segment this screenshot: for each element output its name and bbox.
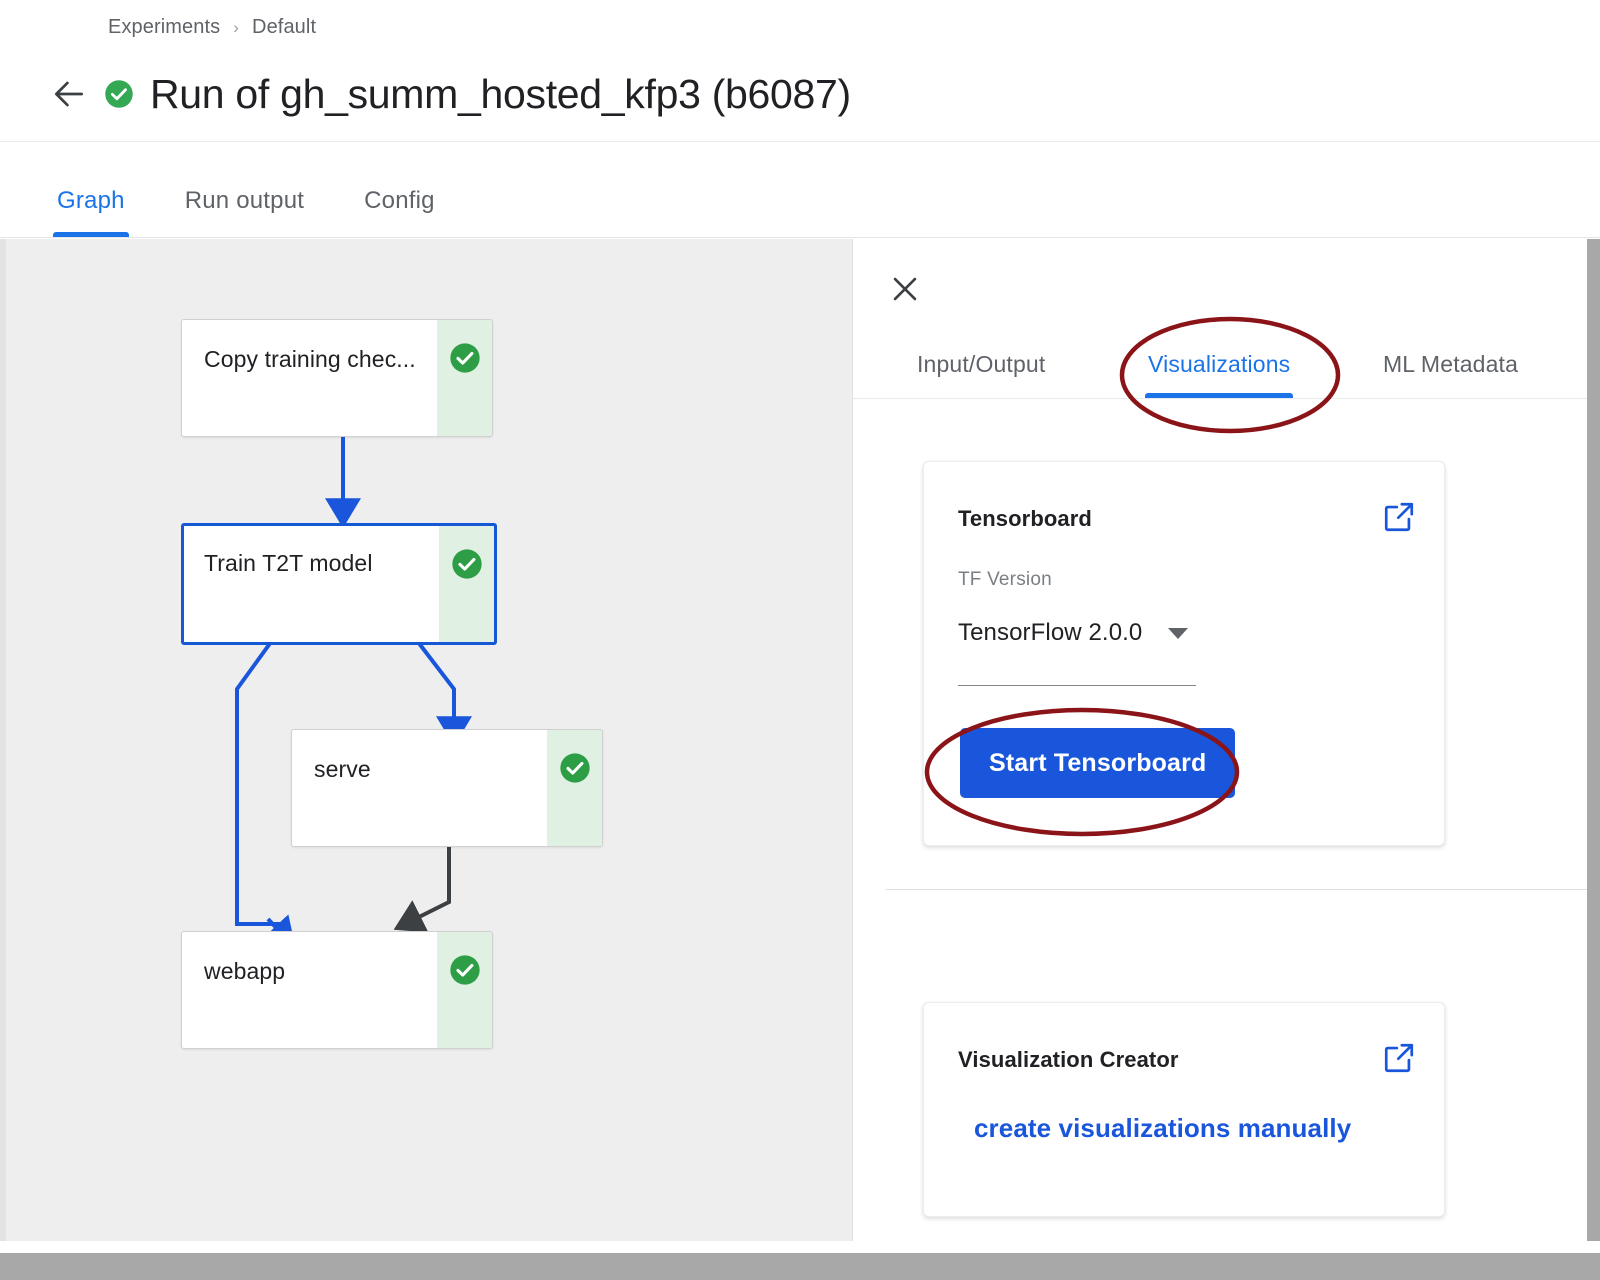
page-header: Experiments › Default Run of gh_summ_hos…: [0, 0, 1600, 142]
graph-node-label: Train T2T model: [204, 550, 373, 576]
graph-node-webapp[interactable]: webapp: [181, 931, 493, 1049]
card-title: Visualization Creator: [958, 1047, 1179, 1072]
breadcrumb-item-experiments[interactable]: Experiments: [108, 16, 221, 38]
side-panel: Input/Output Visualizations ML Metadata …: [852, 239, 1600, 1241]
tf-version-label: TF Version: [958, 569, 1052, 590]
node-status-succeeded-icon: [547, 730, 602, 846]
window-bottom-bar: [0, 1241, 1600, 1280]
graph-node-label: webapp: [204, 958, 286, 984]
pipeline-graph-canvas[interactable]: Copy training chec... Train T2T model: [0, 239, 852, 1241]
tf-version-select[interactable]: TensorFlow 2.0.0: [958, 612, 1198, 654]
graph-node-serve[interactable]: serve: [291, 729, 603, 847]
graph-edges: [235, 436, 472, 949]
graph-node-train-t2t-model[interactable]: Train T2T model: [181, 523, 497, 645]
tab-input-output[interactable]: Input/Output: [917, 351, 1046, 377]
breadcrumb-separator-icon: ›: [233, 17, 240, 37]
visualization-creator-card: Visualization Creator create visualizati…: [923, 1002, 1445, 1217]
arrow-left-icon[interactable]: [48, 73, 90, 115]
tensorboard-card: Tensorboard TF Version TensorFlow 2.0.0 …: [923, 461, 1445, 846]
chevron-down-icon: [1168, 627, 1189, 639]
main-content: Copy training chec... Train T2T model: [0, 239, 1600, 1241]
tab-visualizations[interactable]: Visualizations: [1144, 351, 1294, 398]
side-panel-tab-bar: Input/Output Visualizations ML Metadata: [853, 331, 1588, 399]
start-tensorboard-button[interactable]: Start Tensorboard: [960, 728, 1236, 798]
tab-graph[interactable]: Graph: [53, 187, 129, 237]
node-status-succeeded-icon: [437, 932, 492, 1048]
page-title: Run of gh_summ_hosted_kfp3 (b6087): [150, 70, 851, 117]
breadcrumb-item-default[interactable]: Default: [252, 16, 317, 38]
close-icon[interactable]: [883, 267, 927, 311]
open-in-new-icon[interactable]: [1382, 1041, 1416, 1075]
main-tab-bar: Graph Run output Config: [0, 142, 1600, 238]
title-row: Run of gh_summ_hosted_kfp3 (b6087): [48, 62, 851, 126]
create-visualizations-manually-link[interactable]: create visualizations manually: [974, 1113, 1352, 1143]
tab-config[interactable]: Config: [364, 187, 435, 214]
tab-run-output[interactable]: Run output: [184, 187, 305, 214]
graph-node-label: Copy training chec...: [204, 346, 416, 372]
graph-node-label: serve: [314, 756, 371, 782]
open-in-new-icon[interactable]: [1382, 500, 1416, 534]
tab-ml-metadata[interactable]: ML Metadata: [1383, 351, 1519, 377]
node-status-succeeded-icon: [437, 320, 492, 436]
graph-node-copy-training-checkpoint[interactable]: Copy training chec...: [181, 319, 493, 437]
tf-version-selected-value: TensorFlow 2.0.0: [958, 619, 1143, 646]
check-circle-icon: [104, 79, 134, 109]
card-title: Tensorboard: [958, 506, 1092, 531]
bottom-bar-fill: [0, 1241, 1600, 1253]
select-underline: [958, 685, 1196, 686]
side-panel-scrollbar[interactable]: [1587, 239, 1600, 1241]
section-divider: [886, 889, 1588, 890]
breadcrumb: Experiments › Default: [108, 16, 316, 39]
node-status-succeeded-icon: [439, 526, 494, 642]
